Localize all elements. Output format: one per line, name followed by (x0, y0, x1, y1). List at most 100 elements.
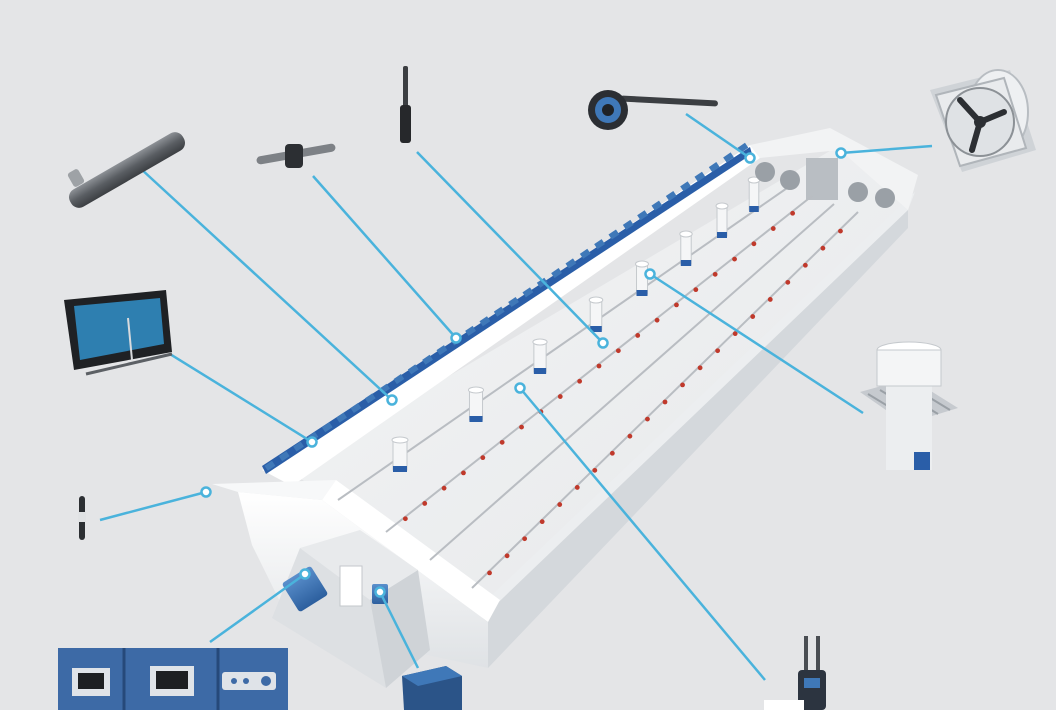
chimney-base (680, 260, 692, 266)
feed-hopper-icon[interactable] (402, 666, 462, 710)
connector-dot (306, 436, 318, 448)
drinker-nipple (504, 553, 510, 559)
air-inlet (278, 451, 290, 462)
air-inlet (551, 268, 562, 279)
air-inlet (608, 229, 620, 240)
drinker-nipple (422, 501, 428, 506)
drinker-nipple (712, 271, 718, 277)
connector-lines (99, 112, 933, 681)
connector-line (209, 572, 306, 644)
drinker-nipple (574, 485, 580, 490)
drinker-nipple (820, 245, 826, 251)
connector-line (99, 490, 207, 522)
connector-dot (835, 147, 847, 159)
exhaust-fan-icon[interactable] (930, 69, 1036, 172)
fan-icon (875, 188, 895, 208)
poultry-house (212, 128, 918, 688)
chimney-top (588, 296, 604, 304)
drinker-nipple (697, 365, 703, 371)
air-inlet (293, 441, 304, 452)
drinker-nipple (499, 439, 505, 445)
fan-icon (755, 162, 775, 182)
house-right-wall (480, 192, 915, 620)
control-panel-icon[interactable] (58, 648, 288, 710)
air-inlet (637, 210, 648, 221)
air-inlet (422, 354, 433, 365)
small-probe-icon[interactable] (78, 496, 86, 540)
connector-line (840, 144, 933, 155)
drinker-nipple (674, 302, 679, 308)
connector-dot (597, 337, 609, 349)
air-inlet (350, 402, 362, 413)
connector-endpoints (200, 147, 847, 598)
chimney-top (679, 230, 693, 238)
controller-box (282, 566, 328, 612)
chimney-top (532, 338, 548, 346)
chimney (533, 341, 547, 373)
air-inlet (622, 219, 634, 230)
air-inlet (723, 152, 734, 163)
connector-dot (744, 152, 756, 164)
chimney-base (533, 368, 547, 374)
air-inlet (508, 296, 519, 307)
chimney-base (636, 290, 648, 296)
fan-icon (848, 182, 868, 202)
drinker-nipple (519, 424, 524, 430)
drinker-nipple (635, 333, 641, 338)
connector-line (649, 272, 864, 415)
drinker-nipple (461, 470, 466, 476)
house-right-wall-base (480, 210, 908, 668)
chimney (392, 439, 408, 471)
air-inlet (493, 306, 505, 317)
chimney (680, 233, 692, 265)
drinker-nipple (609, 450, 615, 456)
connector-line (416, 151, 604, 344)
air-inlet (651, 200, 663, 211)
connector-dot (514, 382, 526, 394)
chimney-base (469, 416, 483, 422)
drinker-nipple (615, 348, 621, 354)
chimney (468, 389, 484, 421)
roof-chimneys (391, 176, 761, 472)
controller-screen-icon[interactable] (64, 290, 173, 376)
tube-heater-icon[interactable] (66, 129, 189, 211)
near-gable-roof-left (212, 480, 336, 500)
drinker-nipple (592, 467, 598, 473)
inline-meter-icon[interactable] (256, 143, 336, 168)
connector-dot (299, 568, 311, 580)
chimney-top (715, 202, 729, 210)
air-inlet (479, 316, 491, 327)
drinker-line (429, 203, 835, 561)
drinker-nipple (654, 317, 660, 323)
drinker-nipple (487, 570, 492, 576)
air-inlet (465, 325, 476, 336)
connector-line (169, 352, 313, 444)
round-sensor-probe-icon[interactable] (588, 90, 718, 130)
air-inlet (393, 374, 405, 385)
chimney (748, 179, 760, 211)
connector-line (378, 591, 420, 669)
chimney-top (391, 436, 409, 444)
chimney (716, 205, 728, 237)
drinker-nipple (402, 516, 408, 522)
drinker-nipple (693, 287, 699, 293)
drinker-nipple (767, 297, 773, 302)
chimney-top (635, 260, 649, 268)
drinker-nipple (596, 363, 602, 369)
vestibule-top (300, 530, 418, 600)
roof-chimney-icon[interactable] (860, 341, 958, 470)
drinker-nipple (770, 226, 776, 231)
end-wall-fans (755, 162, 895, 208)
drinker-nipple (785, 279, 791, 285)
antenna-sensor-icon[interactable] (400, 66, 411, 143)
near-gable-roof-right (322, 480, 500, 622)
bird-scale-icon[interactable] (764, 636, 826, 710)
chimney-base (717, 232, 727, 238)
drinker-nipple (680, 382, 685, 388)
drinker-nipple (480, 455, 486, 461)
drinker-nipple (838, 228, 843, 234)
vestibule-door (339, 565, 363, 607)
air-inlet (579, 248, 591, 259)
drinker-nipple (557, 502, 563, 507)
